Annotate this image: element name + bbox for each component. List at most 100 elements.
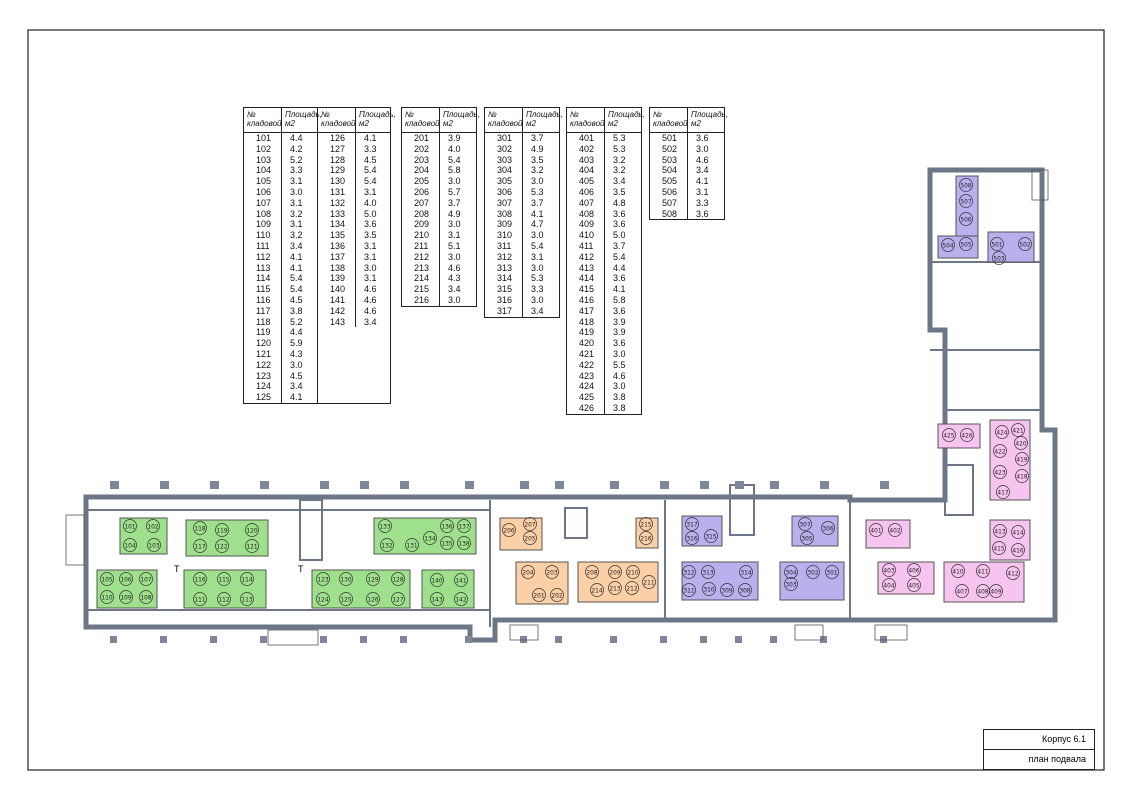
- storage-number: 301: [485, 133, 523, 144]
- storage-label: 108: [140, 594, 151, 602]
- storage-marker: [888, 523, 902, 537]
- storage-label: 407: [956, 588, 967, 596]
- storage-number: 124: [244, 381, 282, 393]
- storage-block: [183, 569, 267, 609]
- storage-marker: [1011, 423, 1025, 437]
- storage-marker: [423, 531, 437, 545]
- storage-area: 4.1: [290, 251, 303, 262]
- storage-area: 3.9: [613, 316, 626, 327]
- storage-area: 3.4: [613, 176, 626, 187]
- storage-marker: [521, 565, 535, 579]
- storage-number: 102: [244, 143, 282, 155]
- storage-label: 303: [785, 581, 796, 589]
- stair-hatching: [65, 169, 1049, 646]
- pilaster: [360, 636, 367, 643]
- storage-area: 4.6: [696, 154, 709, 165]
- storage-label: 309: [721, 587, 732, 595]
- storage-number: 501: [650, 133, 688, 144]
- storage-marker: [193, 521, 207, 535]
- col-header-no: № кладовой: [650, 108, 688, 132]
- storage-marker: [215, 523, 229, 537]
- pilaster: [110, 636, 117, 643]
- storage-number: 417: [567, 305, 605, 317]
- storage-area: 3.8: [290, 305, 303, 316]
- storage-area: 3.6: [696, 208, 709, 219]
- storage-area: 4.1: [290, 392, 303, 403]
- storage-label: 423: [994, 469, 1005, 477]
- storage-number: 106: [244, 186, 282, 198]
- storage-number: 304: [485, 165, 523, 177]
- storage-label: 205: [524, 535, 535, 543]
- storage-label: 508: [960, 182, 971, 190]
- storage-area: 5.4: [290, 273, 303, 284]
- storage-label: 143: [431, 596, 442, 604]
- col-header-no: № кладовой: [244, 108, 282, 132]
- storage-number: 132: [318, 197, 356, 209]
- storage-number: 133: [318, 208, 356, 220]
- storage-marker: [215, 539, 229, 553]
- storage-label: 110: [101, 594, 112, 602]
- storage-area: 5.0: [364, 208, 377, 219]
- storage-label: 301: [826, 569, 837, 577]
- storage-number: 505: [650, 176, 688, 187]
- storage-marker: [784, 565, 798, 579]
- storage-label: 503: [993, 255, 1004, 263]
- storage-area: 3.1: [290, 219, 303, 230]
- storage-label: 310: [703, 586, 714, 594]
- storage-number: 118: [244, 316, 282, 328]
- storage-number: 314: [485, 273, 523, 285]
- storage-area: 4.6: [364, 294, 377, 305]
- pilaster: [770, 636, 777, 643]
- pilaster: [610, 481, 619, 489]
- storage-number: 135: [318, 230, 356, 241]
- storage-area: 3.5: [613, 186, 626, 197]
- col-header-area: Площадь, м2: [608, 110, 645, 128]
- storage-marker: [800, 531, 814, 545]
- storage-marker: [550, 588, 564, 602]
- storage-number: 207: [402, 197, 440, 209]
- storage-block: [865, 519, 911, 549]
- storage-area: 3.3: [290, 165, 303, 176]
- storage-number: 104: [244, 165, 282, 177]
- pilaster: [735, 481, 744, 489]
- storage-area: 3.6: [364, 219, 377, 230]
- storage-number: 504: [650, 165, 688, 177]
- storage-number: 203: [402, 154, 440, 166]
- storage-area: 3.6: [613, 208, 626, 219]
- storage-label: 207: [524, 521, 535, 529]
- storage-area: 4.3: [290, 348, 303, 359]
- storage-marker: [523, 531, 537, 545]
- storage-marker: [139, 572, 153, 586]
- storage-marker: [193, 572, 207, 586]
- storage-area: 5.8: [448, 165, 461, 176]
- storage-area: 4.6: [613, 370, 626, 381]
- pilaster: [210, 481, 219, 489]
- storage-number: 123: [244, 370, 282, 382]
- storage-number: 506: [650, 186, 688, 198]
- storage-number: 303: [485, 154, 523, 166]
- pilaster: [520, 636, 527, 643]
- storage-number: 405: [567, 176, 605, 187]
- storage-area: 3.4: [290, 240, 303, 251]
- storage-marker: [193, 539, 207, 553]
- storage-area: 3.4: [364, 316, 377, 327]
- storage-label: 127: [392, 596, 403, 604]
